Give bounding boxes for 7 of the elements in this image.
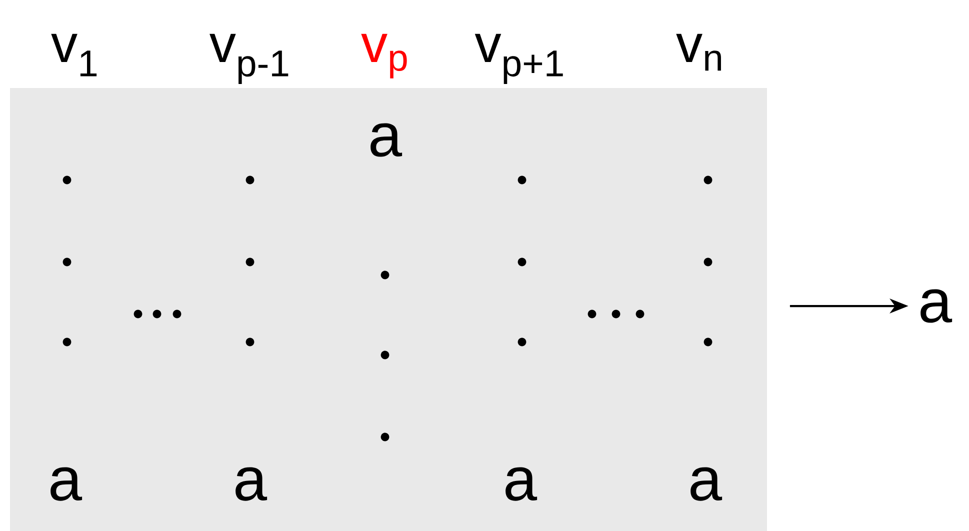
matrix-entry: a — [236, 467, 268, 501]
matrix-entry: a — [370, 123, 402, 157]
matrix-entry: a — [690, 467, 722, 501]
matrix-entry: a — [506, 467, 538, 501]
shaded-box — [10, 88, 768, 531]
result-letter: a — [920, 289, 952, 323]
matrix-entry: a — [50, 467, 82, 501]
